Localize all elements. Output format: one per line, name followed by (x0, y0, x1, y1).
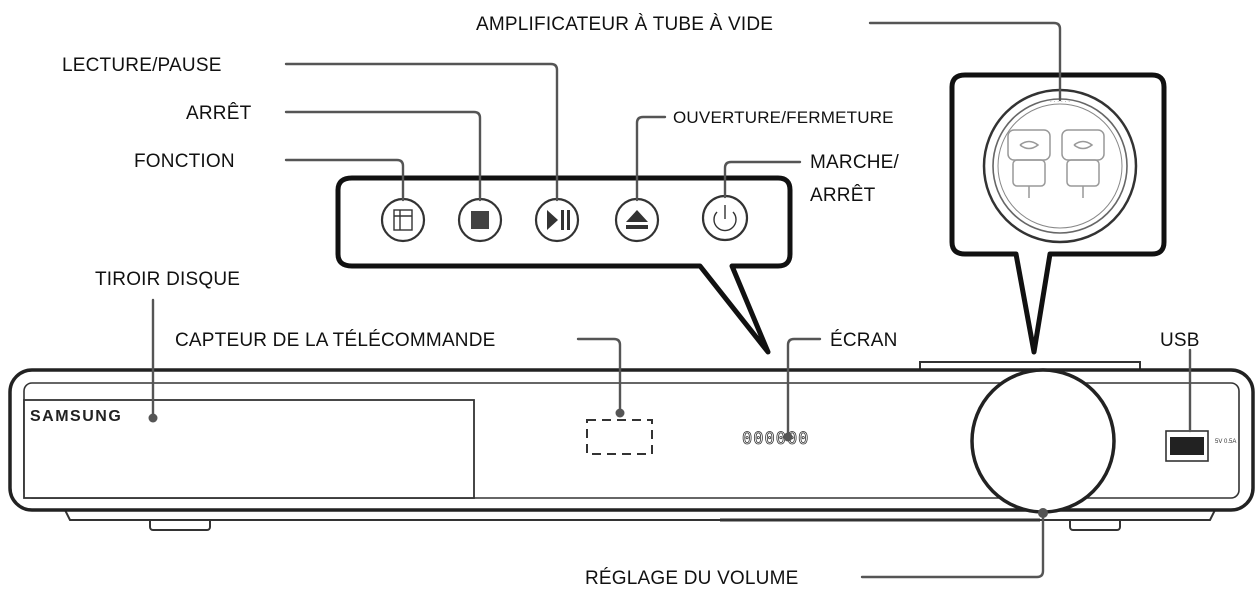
usb-rating: 5V 0.5A (1215, 439, 1236, 445)
power-button[interactable] (701, 194, 749, 242)
label-function: FONCTION (134, 151, 235, 172)
label-play-pause: LECTURE/PAUSE (62, 55, 222, 76)
display-readout: 000000 (742, 429, 809, 449)
eject-button[interactable] (614, 197, 660, 243)
usb-port[interactable] (1165, 430, 1209, 462)
disc-tray (23, 399, 475, 499)
remote-sensor-window (586, 419, 653, 455)
function-button[interactable] (380, 197, 426, 243)
stop-icon (471, 211, 489, 229)
volume-knob[interactable] (970, 368, 1116, 514)
vacuum-tube-icon (1007, 129, 1105, 198)
power-icon (713, 205, 737, 232)
play-pause-button[interactable] (534, 197, 580, 243)
play-pause-icon (547, 210, 570, 230)
label-amplifier: AMPLIFICATEUR À TUBE À VIDE (476, 14, 773, 35)
svg-text:· · · · · ·: · · · · · · (1050, 99, 1070, 105)
function-icon (393, 209, 413, 231)
eject-icon (626, 210, 648, 229)
label-stop: ARRÊT (186, 102, 252, 124)
label-disc-tray: TIROIR DISQUE (95, 269, 240, 290)
label-volume: RÉGLAGE DU VOLUME (585, 568, 799, 589)
label-usb: USB (1160, 330, 1200, 351)
stop-button[interactable] (457, 197, 503, 243)
device-body (8, 361, 1255, 531)
vacuum-tube-window: · · · · · · (982, 88, 1138, 244)
label-display: ÉCRAN (830, 330, 898, 351)
brand-logo: SAMSUNG (30, 408, 122, 425)
leader-lines (148, 21, 1192, 579)
label-power-line2: ARRÊT (810, 184, 876, 206)
button-callout (335, 175, 793, 355)
label-power-line1: MARCHE/ (810, 152, 900, 173)
label-open-close: OUVERTURE/FERMETURE (673, 108, 894, 127)
label-remote-sensor: CAPTEUR DE LA TÉLÉCOMMANDE (175, 330, 496, 351)
